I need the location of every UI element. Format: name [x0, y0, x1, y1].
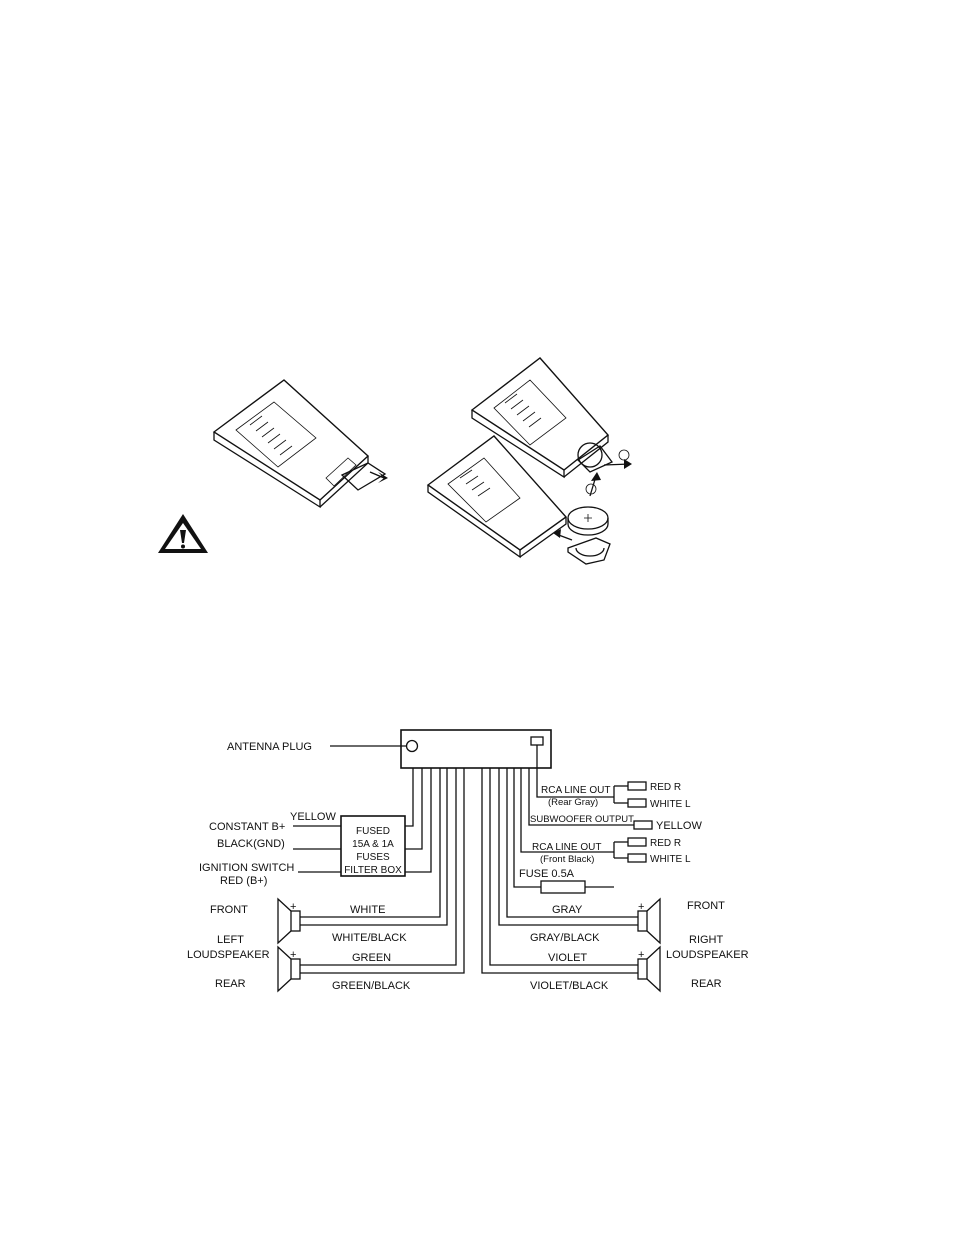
right-front-label: FRONT — [687, 900, 725, 912]
wire-green-label: GREEN — [352, 952, 391, 964]
rca-rear-white-label: WHITE L — [650, 799, 691, 810]
remote-control-icon — [426, 435, 568, 559]
wire-violet-black-label: VIOLET/BLACK — [530, 980, 609, 992]
rca-front-red-label: RED R — [650, 838, 681, 849]
left-front-plus: + — [290, 901, 296, 913]
wire-gray-black-label: GRAY/BLACK — [530, 932, 600, 944]
left-rear-label: REAR — [215, 978, 246, 990]
red-b-label: RED (B+) — [220, 875, 267, 887]
ignition-switch-label: IGNITION SWITCH — [199, 862, 294, 874]
wire-violet-label: VIOLET — [548, 952, 587, 964]
rca-rear-red-label: RED R — [650, 782, 681, 793]
rca-rear-note: (Rear Gray) — [548, 797, 598, 808]
left-front-speaker-icon: + — [277, 897, 301, 945]
pull-arrow-icon — [603, 449, 632, 469]
right-rear-label: REAR — [691, 978, 722, 990]
wire-white-black-label: WHITE/BLACK — [332, 932, 407, 944]
subwoofer-output-label: SUBWOOFER OUTPUT — [530, 814, 634, 825]
black-gnd-label: BLACK(GND) — [217, 838, 285, 850]
warning-triangle-icon — [158, 514, 208, 553]
right-label: RIGHT — [689, 934, 724, 946]
constant-b-label: CONSTANT B+ — [209, 821, 285, 833]
wiring-diagram: ANTENNA PLUG FUSED 15A & 1A FUSES FILTER… — [187, 729, 749, 993]
left-rear-speaker-icon: + — [277, 945, 301, 993]
fuse-box-line-3: FUSES — [356, 852, 390, 863]
antenna-plug-label: ANTENNA PLUG — [227, 741, 312, 753]
left-rear-plus: + — [290, 949, 296, 961]
fuse-05a-icon — [540, 880, 586, 894]
fuse-05a-label: FUSE 0.5A — [519, 868, 575, 880]
pull-arrow-icon — [553, 529, 573, 541]
subwoofer-yellow-label: YELLOW — [656, 820, 702, 832]
left-label: LEFT — [217, 934, 244, 946]
rca-front-note: (Front Black) — [540, 854, 594, 865]
fuse-filter-box — [340, 815, 406, 877]
antenna-socket-icon — [405, 739, 419, 753]
right-front-plus: + — [638, 901, 644, 913]
remote-control-icon — [470, 357, 614, 479]
fuse-box-line-2: 15A & 1A — [352, 839, 394, 850]
rca-rear-white-plug — [627, 798, 647, 808]
rca-front-red-plug — [627, 837, 647, 847]
wire-white-label: WHITE — [350, 904, 385, 916]
rca-rear-label: RCA LINE OUT — [541, 785, 610, 796]
rca-rear-red-plug — [627, 781, 647, 791]
right-front-speaker-icon: + — [637, 897, 661, 945]
remote-illustrations — [158, 357, 632, 565]
rca-front-white-label: WHITE L — [650, 854, 691, 865]
right-rear-speaker-icon: + — [637, 945, 661, 993]
lithium-coin-battery-icon — [567, 506, 609, 536]
battery-tray-icon — [567, 537, 611, 565]
subwoofer-plug — [633, 820, 653, 830]
rca-front-white-plug — [627, 853, 647, 863]
right-loudspeaker-label: LOUDSPEAKER — [666, 949, 749, 961]
right-rear-plus: + — [638, 949, 644, 961]
fuse-box-line-1: FUSED — [356, 826, 390, 837]
wire-green-black-label: GREEN/BLACK — [332, 980, 411, 992]
rca-socket-icon — [530, 736, 544, 746]
yellow-wire-label: YELLOW — [290, 811, 336, 823]
remote-control-icon — [212, 379, 387, 509]
pull-arrow-icon — [585, 472, 601, 497]
fuse-box-line-4: FILTER BOX — [344, 865, 402, 876]
pull-arrow-icon — [369, 471, 388, 483]
wire-gray-label: GRAY — [552, 904, 583, 916]
rca-front-label: RCA LINE OUT — [532, 842, 601, 853]
left-loudspeaker-label: LOUDSPEAKER — [187, 949, 270, 961]
left-front-label: FRONT — [210, 904, 248, 916]
head-unit-box — [400, 729, 552, 769]
